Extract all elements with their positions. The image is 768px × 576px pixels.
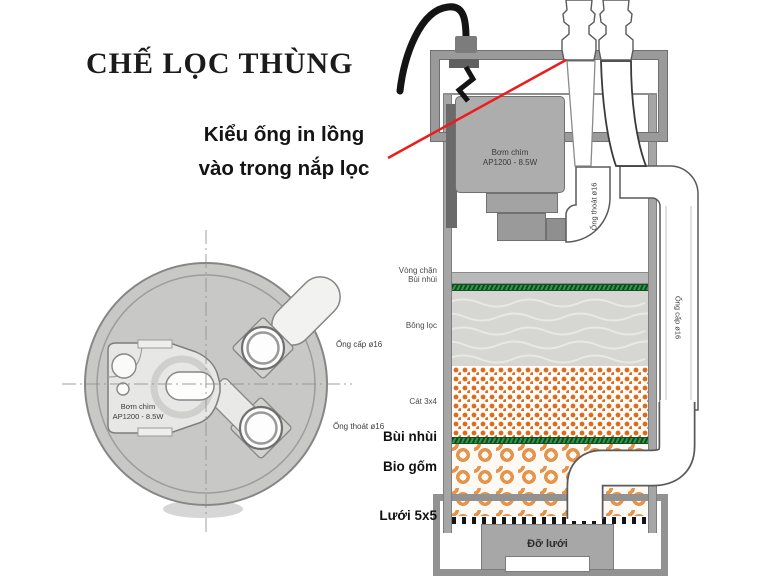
scrubber-layer-top (452, 284, 648, 291)
pump-intake-step2 (497, 213, 546, 241)
shadow (163, 500, 243, 518)
pump-body-side (455, 96, 565, 193)
outlet-hole (238, 405, 284, 451)
scrubber-layer-bottom (452, 437, 648, 444)
retainer-ring-band (452, 272, 648, 284)
side-pump-label: Bơm chìm AP1200 - 8.5W (482, 148, 538, 167)
outlet-hose-arm (206, 378, 262, 434)
pump-outlet-stub (546, 218, 568, 241)
pump-hole-small (116, 382, 130, 396)
pump-mount-bar (446, 104, 457, 228)
sand-layer (452, 366, 648, 437)
page-title: CHẾ LỌC THÙNG (86, 47, 354, 80)
lid-outer-circle (84, 262, 328, 506)
canister-wall-right (648, 95, 657, 533)
pump-notch-top (137, 339, 173, 349)
bottom-stand (433, 494, 668, 576)
label-sand: Cát 3x4 (409, 397, 437, 406)
label-retainer: Vòng chặn Bùi nhùi (398, 266, 437, 284)
annotation-line1: Kiểu ống in lồng (203, 123, 365, 146)
top-view-drawing (62, 230, 352, 536)
mesh-layer (452, 516, 648, 526)
annotation-text: Kiểu ống in lồng vào trong nắp lọc (163, 118, 405, 186)
pump-hole-large (111, 353, 137, 379)
canister-wall-left (443, 95, 452, 533)
pedestal-notch (505, 556, 590, 572)
label-scrubber: Bùi nhùi (383, 429, 437, 444)
pump-slot (165, 371, 215, 401)
wool-wave-texture (452, 298, 648, 364)
top-inlet-label: Ống cấp ø16 (336, 340, 383, 349)
label-bio: Bio gốm (383, 459, 437, 474)
top-pump-label: Bơm chìm AP1200 - 8.5W (112, 402, 164, 421)
filter-wool-layer (452, 291, 648, 366)
outlet-pipe-label: Ống thoát ø16 (589, 182, 599, 231)
outlet-flange (230, 397, 292, 459)
inlet-flange (232, 317, 294, 379)
lid-inner-ring (96, 274, 316, 494)
label-base: Đỡ lưới (527, 538, 568, 550)
pump-intake-step1 (486, 193, 558, 213)
centerlines (62, 230, 352, 536)
top-outlet-label: Ống thoát ø16 (333, 422, 385, 431)
mesh-ticks (452, 517, 648, 524)
pump-notch-bottom (137, 427, 173, 437)
inlet-pipe-label: Ống cấp ø16 (673, 295, 683, 340)
annotation-line2: vào trong nắp lọc (198, 157, 370, 180)
inlet-hole (240, 325, 286, 371)
label-mesh: Lưới 5x5 (379, 508, 437, 523)
label-wool: Bông lọc (405, 321, 437, 330)
